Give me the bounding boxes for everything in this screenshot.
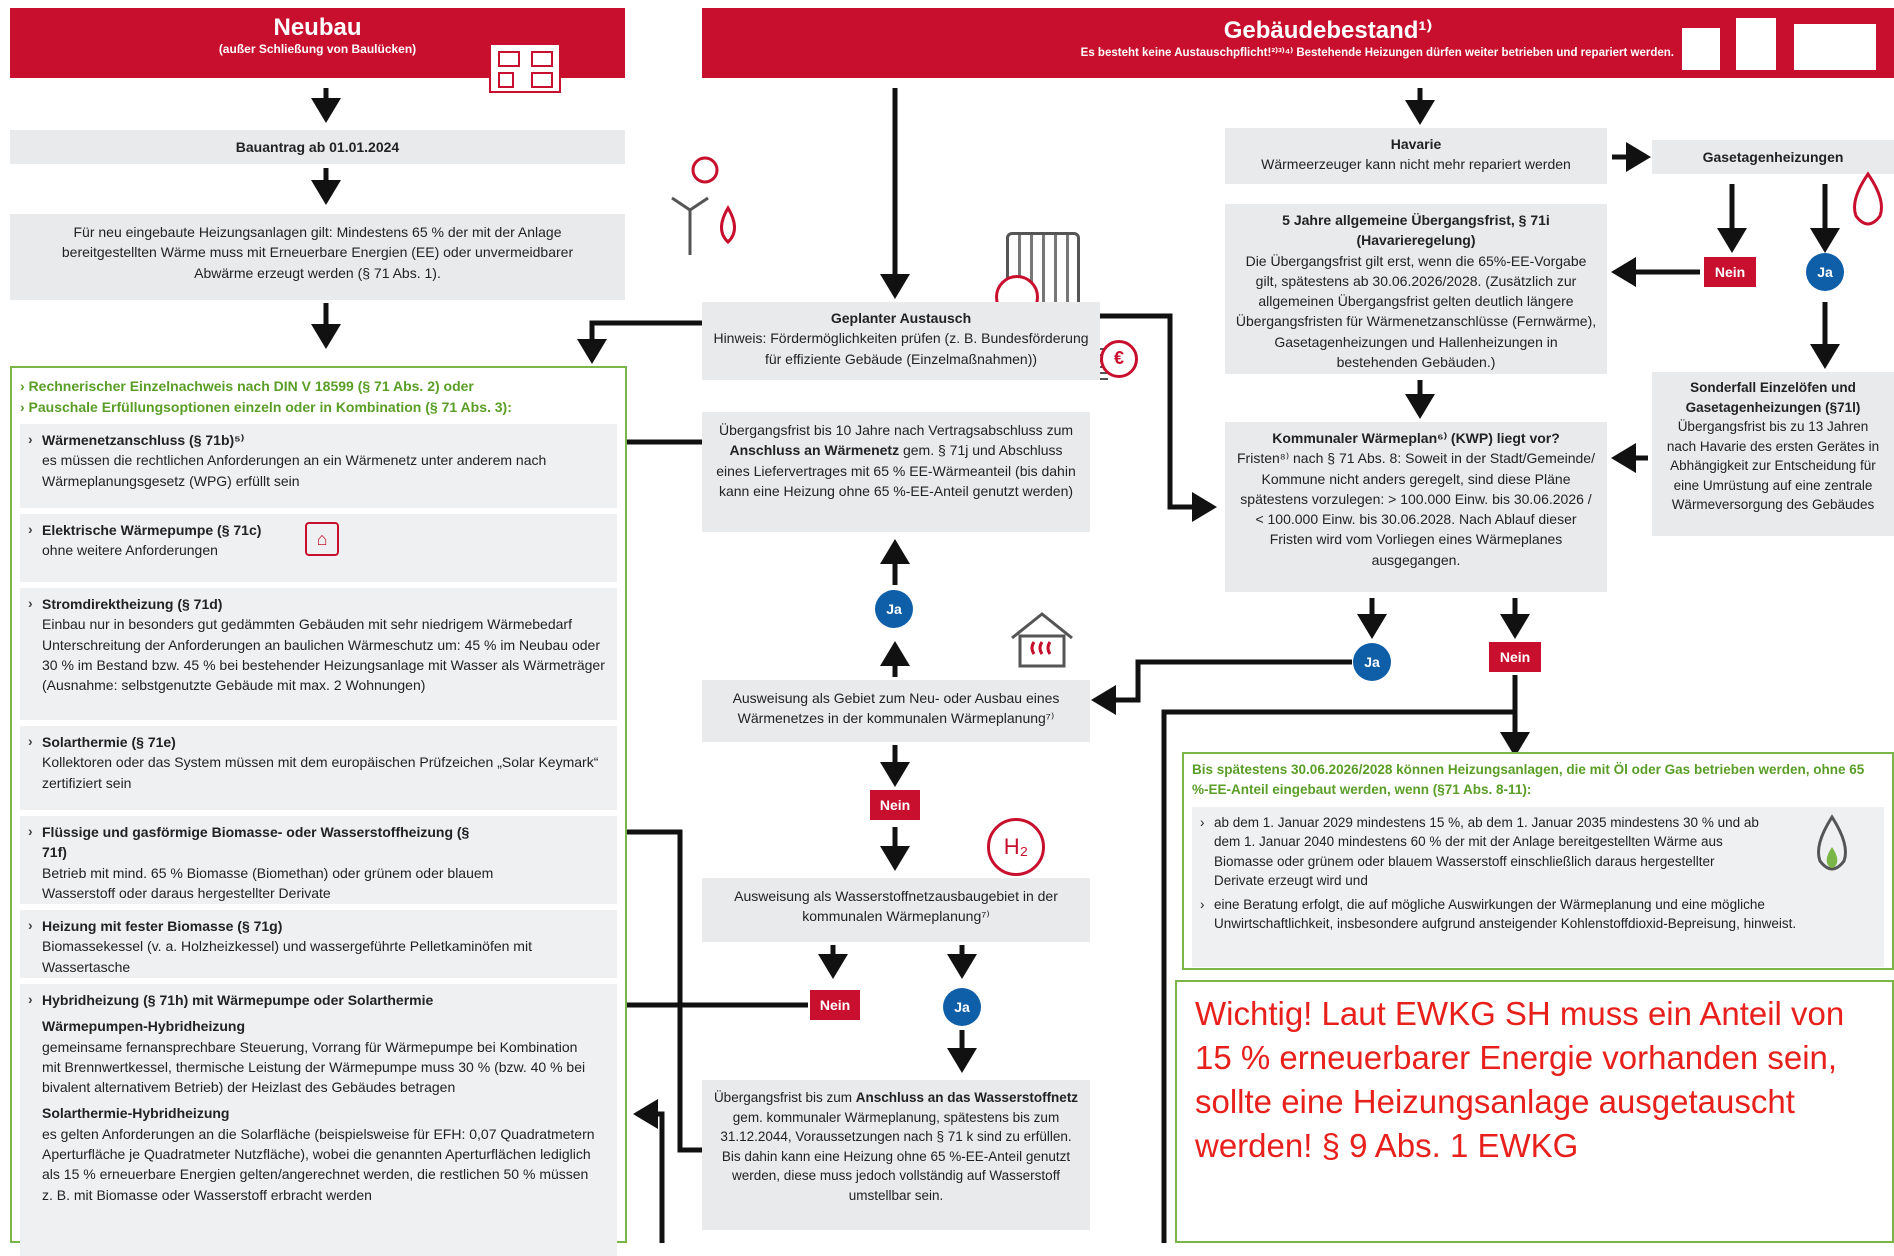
- ewkg-note-text: Wichtig! Laut EWKG SH muss ein Anteil vo…: [1195, 995, 1845, 1164]
- option-title: Solarthermie (§ 71e): [28, 731, 607, 752]
- nein-badge-gasetagen: Nein: [1704, 257, 1756, 287]
- oel-gas-condition-1-text: ab dem 1. Januar 2029 mindestens 15 %, a…: [1214, 814, 1759, 889]
- ja-badge-h2: Ja: [943, 988, 981, 1026]
- option-hybridheizung: Hybridheizung (§ 71h) mit Wärmepumpe ode…: [20, 984, 617, 1256]
- ja-badge-gasetagen: Ja: [1806, 253, 1844, 291]
- option-biomasse-wasserstoff: Flüssige und gasförmige Biomasse- oder W…: [20, 816, 617, 904]
- options-panel: › Rechnerischer Einzelnachweis nach DIN …: [10, 366, 627, 1256]
- hybrid-title: Hybridheizung (§ 71h) mit Wärmepumpe ode…: [28, 989, 599, 1010]
- energy-icon: [660, 150, 750, 260]
- option-text: Einbau nur in besonders gut gedämmten Ge…: [42, 616, 605, 694]
- houses-icon: [1680, 12, 1880, 72]
- waermenetz-frist-box: Übergangsfrist bis 10 Jahre nach Vertrag…: [702, 412, 1090, 532]
- h2-frist-a: Übergangsfrist bis zum: [713, 1090, 856, 1105]
- nein-badge-wn: Nein: [870, 790, 920, 820]
- option-solarthermie: Solarthermie (§ 71e) Kollektoren oder da…: [20, 726, 617, 810]
- sonderfall-text: Übergangsfrist bis zu 13 Jahren nach Hav…: [1666, 419, 1880, 513]
- options-head-2: › Pauschale Erfüllungsoptionen einzeln o…: [20, 399, 512, 415]
- option-waermepumpe: Elektrische Wärmepumpe (§ 71c) ohne weit…: [20, 514, 617, 582]
- austausch-title: Geplanter Austausch: [830, 310, 972, 326]
- ewkg-note-panel: Wichtig! Laut EWKG SH muss ein Anteil vo…: [1175, 980, 1894, 1243]
- havarie-title: Havarie: [1390, 136, 1442, 152]
- neubau-header: Neubau (außer Schließung von Baulücken): [10, 8, 625, 93]
- havarie-text: Wärmeerzeuger kann nicht mehr repariert …: [1261, 156, 1571, 173]
- option-waermenetz: Wärmenetzanschluss (§ 71b)⁵⁾ es müssen d…: [20, 424, 617, 508]
- neubau-subtitle: (außer Schließung von Baulücken): [218, 42, 417, 56]
- austausch-text: Hinweis: Fördermöglichkeiten prüfen (z. …: [713, 330, 1089, 367]
- havarie-box: Havarie Wärmeerzeuger kann nicht mehr re…: [1225, 128, 1607, 184]
- option-text: es müssen die rechtlichen Anforderungen …: [42, 452, 547, 489]
- wn-frist-b: Anschluss an Wärmenetz: [729, 442, 900, 459]
- frist5-text: Die Übergangsfrist gilt erst, wenn die 6…: [1235, 252, 1597, 371]
- ausweisung-waermenetz-box: Ausweisung als Gebiet zum Neu- oder Ausb…: [702, 680, 1090, 742]
- building-heating-icon: [1008, 610, 1076, 670]
- bauantrag-text: Bauantrag ab 01.01.2024: [235, 139, 400, 155]
- option-text: Biomassekessel (v. a. Holzheizkessel) un…: [42, 938, 532, 975]
- option-text: ohne weitere Anforderungen: [42, 542, 218, 559]
- bestand-header: Gebäudebestand¹⁾ Es besteht keine Austau…: [702, 8, 1894, 78]
- option-stromdirekt: Stromdirektheizung (§ 71d) Einbau nur in…: [20, 588, 617, 720]
- ausweisung-wn-text: Ausweisung als Gebiet zum Neu- oder Ausb…: [732, 690, 1060, 727]
- bauantrag-box: Bauantrag ab 01.01.2024: [10, 130, 625, 164]
- radiator-icon: [995, 232, 1080, 319]
- kwp-text: Fristen⁸⁾ nach § 71 Abs. 8: Soweit in de…: [1237, 450, 1595, 568]
- options-head-1: › Rechnerischer Einzelnachweis nach DIN …: [20, 378, 474, 394]
- kwp-box: Kommunaler Wärmeplan⁶⁾ (KWP) liegt vor? …: [1225, 422, 1607, 592]
- nein-badge-kwp: Nein: [1489, 642, 1541, 672]
- heat-pump-icon: ⌂: [305, 522, 339, 556]
- option-title: Wärmenetzanschluss (§ 71b)⁵⁾: [28, 429, 607, 450]
- wn-frist-a: Übergangsfrist bis 10 Jahre nach Vertrag…: [718, 422, 1074, 438]
- neubau-rule-text: Für neu eingebaute Heizungsanlagen gilt:…: [61, 224, 574, 281]
- h2-frist-b: Anschluss an das Wasserstoffnetz: [855, 1090, 1079, 1105]
- option-title: Heizung mit fester Biomasse (§ 71g): [28, 915, 607, 936]
- gasetagen-text: Gasetagenheizungen: [1702, 149, 1844, 165]
- bestand-title: Gebäudebestand¹⁾: [1223, 17, 1433, 44]
- h2-icon: H₂: [987, 818, 1045, 876]
- gasetagen-box: Gasetagenheizungen: [1652, 140, 1894, 174]
- wasserstoff-frist-box: Übergangsfrist bis zum Anschluss an das …: [702, 1080, 1090, 1230]
- oel-gas-panel: Bis spätestens 30.06.2026/2028 können He…: [1182, 752, 1894, 970]
- kwp-title: Kommunaler Wärmeplan⁶⁾ (KWP) liegt vor?: [1272, 430, 1560, 446]
- oel-gas-conditions: ›ab dem 1. Januar 2029 mindestens 15 %, …: [1192, 806, 1884, 967]
- h2-label: H₂: [1003, 834, 1029, 859]
- neubau-rule-box: Für neu eingebaute Heizungsanlagen gilt:…: [10, 214, 625, 300]
- house-icon: [489, 43, 561, 93]
- option-feste-biomasse: Heizung mit fester Biomasse (§ 71g) Biom…: [20, 910, 617, 978]
- oel-gas-condition-2: ›eine Beratung erfolgt, die auf mögliche…: [1200, 896, 1797, 932]
- hybrid-sub-waermepumpe: Wärmepumpen-Hybridheizung: [42, 1018, 246, 1035]
- hybrid-sub-solarthermie: Solarthermie-Hybridheizung: [42, 1105, 230, 1122]
- green-flame-icon: [1810, 813, 1854, 877]
- bestand-subtitle: Es besteht keine Austauschpflicht!²⁾³⁾⁴⁾…: [1080, 47, 1674, 59]
- option-text: Kollektoren oder das System müssen mit d…: [42, 754, 599, 791]
- ja-badge-wn: Ja: [875, 590, 913, 628]
- flame-icon: [1846, 170, 1890, 230]
- sonderfall-box: Sonderfall Einzelöfen und Gasetagenheizu…: [1652, 372, 1894, 536]
- ausweisung-h2-text: Ausweisung als Wasserstoffnetzausbaugebi…: [734, 888, 1058, 925]
- sonderfall-title: Sonderfall Einzelöfen und Gasetagenheizu…: [1685, 380, 1861, 415]
- frist5-title: 5 Jahre allgemeine Übergangsfrist, § 71i…: [1282, 212, 1550, 249]
- hybrid-text-waermepumpe: gemeinsame fernansprechbare Steuerung, V…: [42, 1038, 586, 1096]
- option-title: Elektrische Wärmepumpe (§ 71c): [28, 519, 607, 540]
- uebergangsfrist-5-jahre-box: 5 Jahre allgemeine Übergangsfrist, § 71i…: [1225, 204, 1607, 374]
- oel-gas-condition-2-text: eine Beratung erfolgt, die auf mögliche …: [1214, 896, 1797, 932]
- oel-gas-condition-1: ›ab dem 1. Januar 2029 mindestens 15 %, …: [1200, 814, 1759, 889]
- wn-frist-c: gem. § 71j und Abschluss eines Lieferver…: [716, 442, 1076, 499]
- option-text: Betrieb mit mind. 65 % Biomasse (Biometh…: [42, 864, 494, 901]
- ausweisung-wasserstoff-box: Ausweisung als Wasserstoffnetzausbaugebi…: [702, 878, 1090, 942]
- ja-badge-kwp: Ja: [1353, 643, 1391, 681]
- h2-frist-c: gem. kommunaler Wärmeplanung, spätestens…: [720, 1109, 1072, 1203]
- hybrid-text-solarthermie: es gelten Anforderungen an die Solarfläc…: [42, 1125, 595, 1203]
- nein-badge-h2: Nein: [810, 990, 860, 1020]
- option-title: Flüssige und gasförmige Biomasse- oder W…: [28, 821, 497, 863]
- neubau-title: Neubau: [273, 14, 362, 41]
- geplanter-austausch-box: Geplanter Austausch Hinweis: Fördermögli…: [702, 302, 1100, 380]
- option-title: Stromdirektheizung (§ 71d): [28, 593, 607, 614]
- oel-gas-head: Bis spätestens 30.06.2026/2028 können He…: [1192, 762, 1865, 798]
